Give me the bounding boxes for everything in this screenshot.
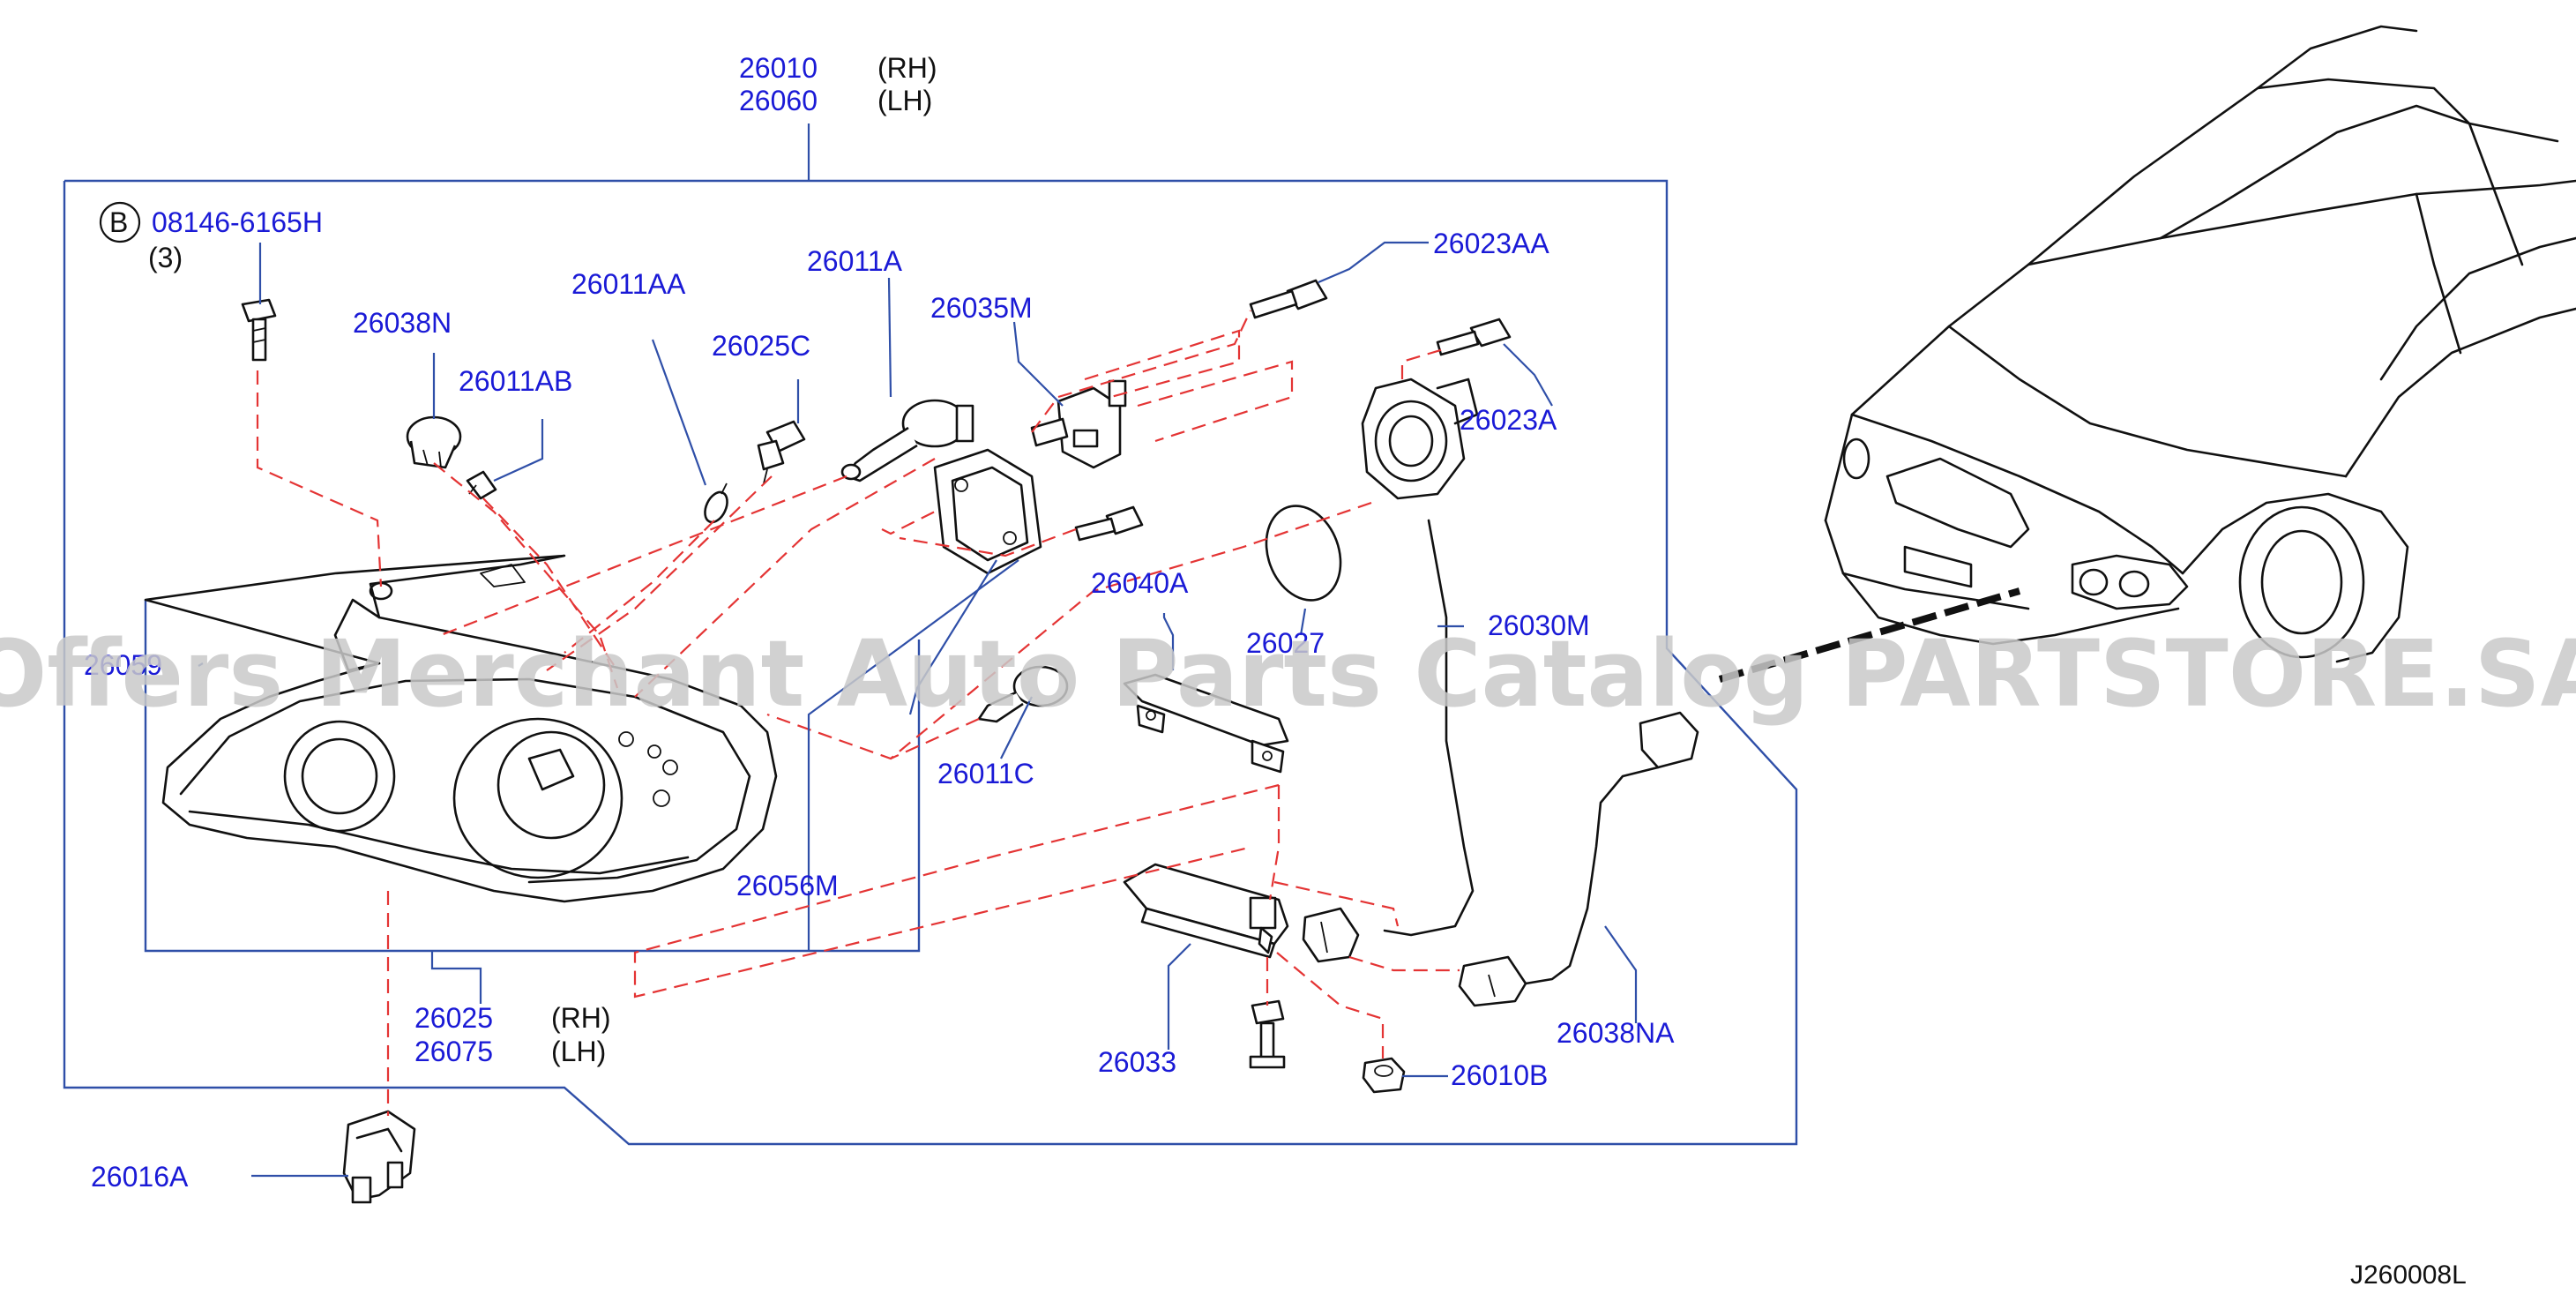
ballast-26033 [1123,863,1289,959]
label-housing-rh-side: (RH) [551,1002,611,1034]
clip-26016a [342,1110,416,1204]
label-26011c: 26011C [937,758,1034,789]
label-housing-lh: 26075 [414,1036,493,1067]
socket-26025c [757,420,806,484]
diagram-code: J260008L [2350,1260,2467,1290]
bolt-ref-circle [99,201,141,243]
nut-26010b [1362,1057,1406,1094]
bolt-reference: B [99,201,141,243]
housing-leader [430,951,482,1004]
harness-26038na [1458,711,1699,1007]
bulb-26011a [840,399,974,482]
label-26010b: 26010B [1451,1059,1548,1091]
igniter-26030m [1361,378,1479,937]
label-26025c: 26025C [712,330,810,362]
label-08146-6165h: 08146-6165H [152,206,323,238]
label-26033: 26033 [1098,1046,1176,1078]
socket-26038n [406,415,462,469]
label-26027: 26027 [1246,627,1325,659]
label-26016a: 26016A [91,1161,189,1193]
label-26059: 26059 [84,649,162,681]
leader-lines [198,241,1638,1178]
label-26011a: 26011A [807,245,903,277]
assembly-lines [256,310,1460,1116]
assembly-frame [63,179,1798,1146]
label-26011aa: 26011AA [571,268,686,300]
label-26038n: 26038N [353,307,452,339]
location-pointer [1718,587,2021,683]
screw-26023aa [1249,279,1328,319]
vehicle-illustration [1718,25,2576,683]
cap-26027 [1265,505,1342,602]
connector-ballast [1302,907,1360,963]
label-lh: (LH) [877,85,932,116]
label-26023aa: 26023AA [1433,228,1549,259]
bulb-26011aa [704,482,728,524]
label-bolt-qty: (3) [148,242,183,273]
label-26035m: 26035M [930,292,1033,324]
screw-26023a [1436,318,1512,356]
label-housing-lh-side: (LH) [551,1036,606,1067]
label-26056m: 26056M [736,870,839,901]
label-26038na: 26038NA [1557,1017,1675,1049]
screw-center [1074,505,1144,542]
bolt-ref-letter: B [109,206,128,238]
headlamp-housing [144,554,778,903]
watermark: Offers Merchant Auto Parts Catalog PARTS… [0,620,2576,728]
label-assembly-lh: 26060 [739,85,818,116]
label-housing-rh: 26025 [414,1002,493,1034]
label-rh: (RH) [877,52,937,84]
actuator-26035m [1030,379,1127,469]
bracket-26056m [933,448,1042,575]
bracket-26040a [1123,673,1289,774]
housing-subframe [144,600,921,953]
label-26030m: 26030M [1488,610,1590,641]
label-26011ab: 26011AB [459,365,572,397]
bolt-ballast [1249,999,1286,1069]
label-26040a: 26040A [1091,567,1189,599]
label-26023a: 26023A [1460,404,1557,436]
label-assembly-rh: 26010 [739,52,818,84]
bolt-08146-6165h [241,298,277,362]
